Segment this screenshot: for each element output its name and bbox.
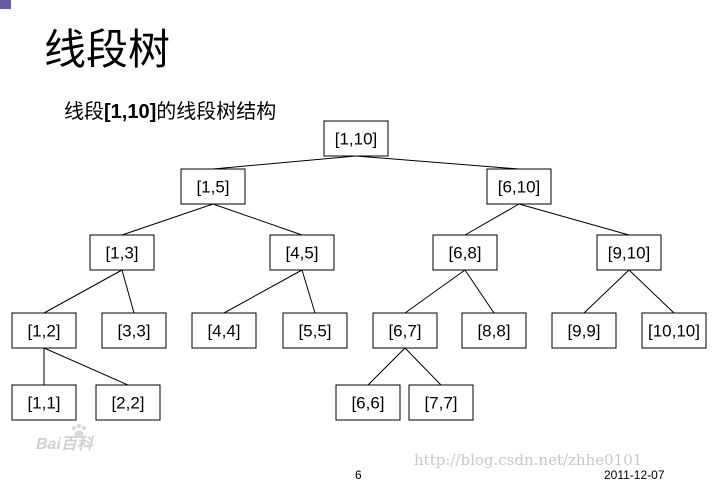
tree-node-box — [101, 312, 167, 349]
tree-node-n6_6: [6,6] — [335, 384, 401, 421]
tree-edge-n9_10-n10_10 — [628, 269, 675, 314]
page-number: 6 — [355, 468, 362, 482]
caption-range: [1,10] — [104, 101, 157, 123]
diagram-caption: 线段[1,10]的线段树结构 — [64, 98, 276, 125]
url-watermark: http://blog.csdn.net/zhhe0101 — [414, 451, 643, 469]
baidu-watermark: Bai百科 — [36, 424, 93, 454]
slide-title: 线段树 — [44, 25, 171, 74]
slide-date: 2011-12-07 — [604, 468, 665, 482]
tree-node-n10_10: [10,10] — [641, 312, 707, 349]
tree-node-n1_10: [1,10] — [323, 120, 389, 157]
tree-node-label: [9,9] — [567, 322, 600, 341]
tree-node-n9_10: [9,10] — [596, 234, 662, 271]
tree-node-n1_2: [1,2] — [11, 312, 77, 349]
tree-node-n3_3: [3,3] — [101, 312, 167, 349]
tree-node-box — [408, 384, 474, 421]
tree-edge-n9_10-n9_9 — [583, 269, 630, 314]
tree-node-n1_1: [1,1] — [11, 384, 77, 421]
tree-edge-n1_5-n4_5 — [212, 203, 303, 236]
tree-node-box — [11, 384, 77, 421]
tree-node-label: [6,6] — [351, 394, 384, 413]
tree-edge-n6_8-n8_8 — [464, 269, 495, 314]
paw-icon — [71, 424, 87, 438]
tree-edge-n1_3-n1_2 — [43, 269, 123, 314]
tree-node-n2_2: [2,2] — [95, 384, 161, 421]
tree-node-box — [89, 234, 155, 271]
tree-edge-n1_5-n1_3 — [121, 203, 214, 236]
tree-node-n6_7: [6,7] — [372, 312, 438, 349]
tree-node-n6_10: [6,10] — [486, 168, 552, 205]
tree-node-label: [3,3] — [117, 322, 150, 341]
tree-node-n8_8: [8,8] — [461, 312, 527, 349]
tree-node-label: [8,8] — [477, 322, 510, 341]
tree-edge-n1_10-n6_10 — [355, 155, 520, 170]
slide-corner-accent — [0, 0, 11, 9]
tree-node-label: [2,2] — [111, 394, 144, 413]
tree-node-box — [461, 312, 527, 349]
tree-edge-n4_5-n4_4 — [223, 269, 303, 314]
tree-node-n4_4: [4,4] — [191, 312, 257, 349]
tree-node-label: [1,10] — [335, 130, 378, 149]
tree-node-n1_5: [1,5] — [180, 168, 246, 205]
caption-suffix: 的线段树结构 — [156, 99, 277, 123]
tree-edge-n6_7-n7_7 — [404, 347, 442, 386]
tree-node-label: [6,8] — [448, 244, 481, 263]
tree-edge-n6_8-n6_7 — [404, 269, 466, 314]
tree-nodes: [1,10] [1,5] [6,10] [1,3] [4,5] [6,8] [9,10] [1… — [11, 120, 707, 421]
tree-node-n9_9: [9,9] — [551, 312, 617, 349]
tree-node-label: [7,7] — [424, 394, 457, 413]
tree-edge-n6_10-n9_10 — [518, 203, 630, 236]
tree-node-label: [1,1] — [27, 394, 60, 413]
tree-edges — [43, 155, 675, 386]
tree-node-label: [10,10] — [648, 322, 700, 341]
tree-edge-n4_5-n5_5 — [301, 269, 316, 314]
tree-node-box — [282, 312, 348, 349]
tree-node-label: [1,3] — [105, 244, 138, 263]
tree-node-box — [95, 384, 161, 421]
tree-node-box — [432, 234, 498, 271]
tree-node-n1_3: [1,3] — [89, 234, 155, 271]
tree-node-n6_8: [6,8] — [432, 234, 498, 271]
tree-node-label: [9,10] — [608, 244, 651, 263]
tree-edge-n1_3-n3_3 — [121, 269, 135, 314]
tree-node-label: [4,5] — [285, 244, 318, 263]
tree-node-box — [335, 384, 401, 421]
tree-node-box — [180, 168, 246, 205]
tree-edge-n1_10-n1_5 — [212, 155, 357, 170]
tree-edge-n6_10-n6_8 — [464, 203, 520, 236]
tree-edge-n1_2-n2_2 — [43, 347, 129, 386]
tree-node-box — [269, 234, 335, 271]
tree-node-box — [641, 312, 707, 349]
baidu-watermark-text: Bai百科 — [36, 436, 93, 453]
tree-node-n5_5: [5,5] — [282, 312, 348, 349]
tree-node-box — [596, 234, 662, 271]
tree-node-box — [11, 312, 77, 349]
tree-node-label: [6,10] — [498, 178, 541, 197]
tree-node-box — [323, 120, 389, 157]
tree-node-box — [486, 168, 552, 205]
tree-node-box — [191, 312, 257, 349]
tree-node-n7_7: [7,7] — [408, 384, 474, 421]
tree-node-label: [1,5] — [196, 178, 229, 197]
tree-node-label: [1,2] — [27, 322, 60, 341]
tree-node-label: [6,7] — [388, 322, 421, 341]
tree-node-label: [5,5] — [298, 322, 331, 341]
tree-node-box — [372, 312, 438, 349]
tree-node-n4_5: [4,5] — [269, 234, 335, 271]
tree-edge-n6_7-n6_6 — [367, 347, 406, 386]
tree-node-label: [4,4] — [207, 322, 240, 341]
tree-node-box — [551, 312, 617, 349]
caption-prefix: 线段 — [64, 99, 104, 123]
